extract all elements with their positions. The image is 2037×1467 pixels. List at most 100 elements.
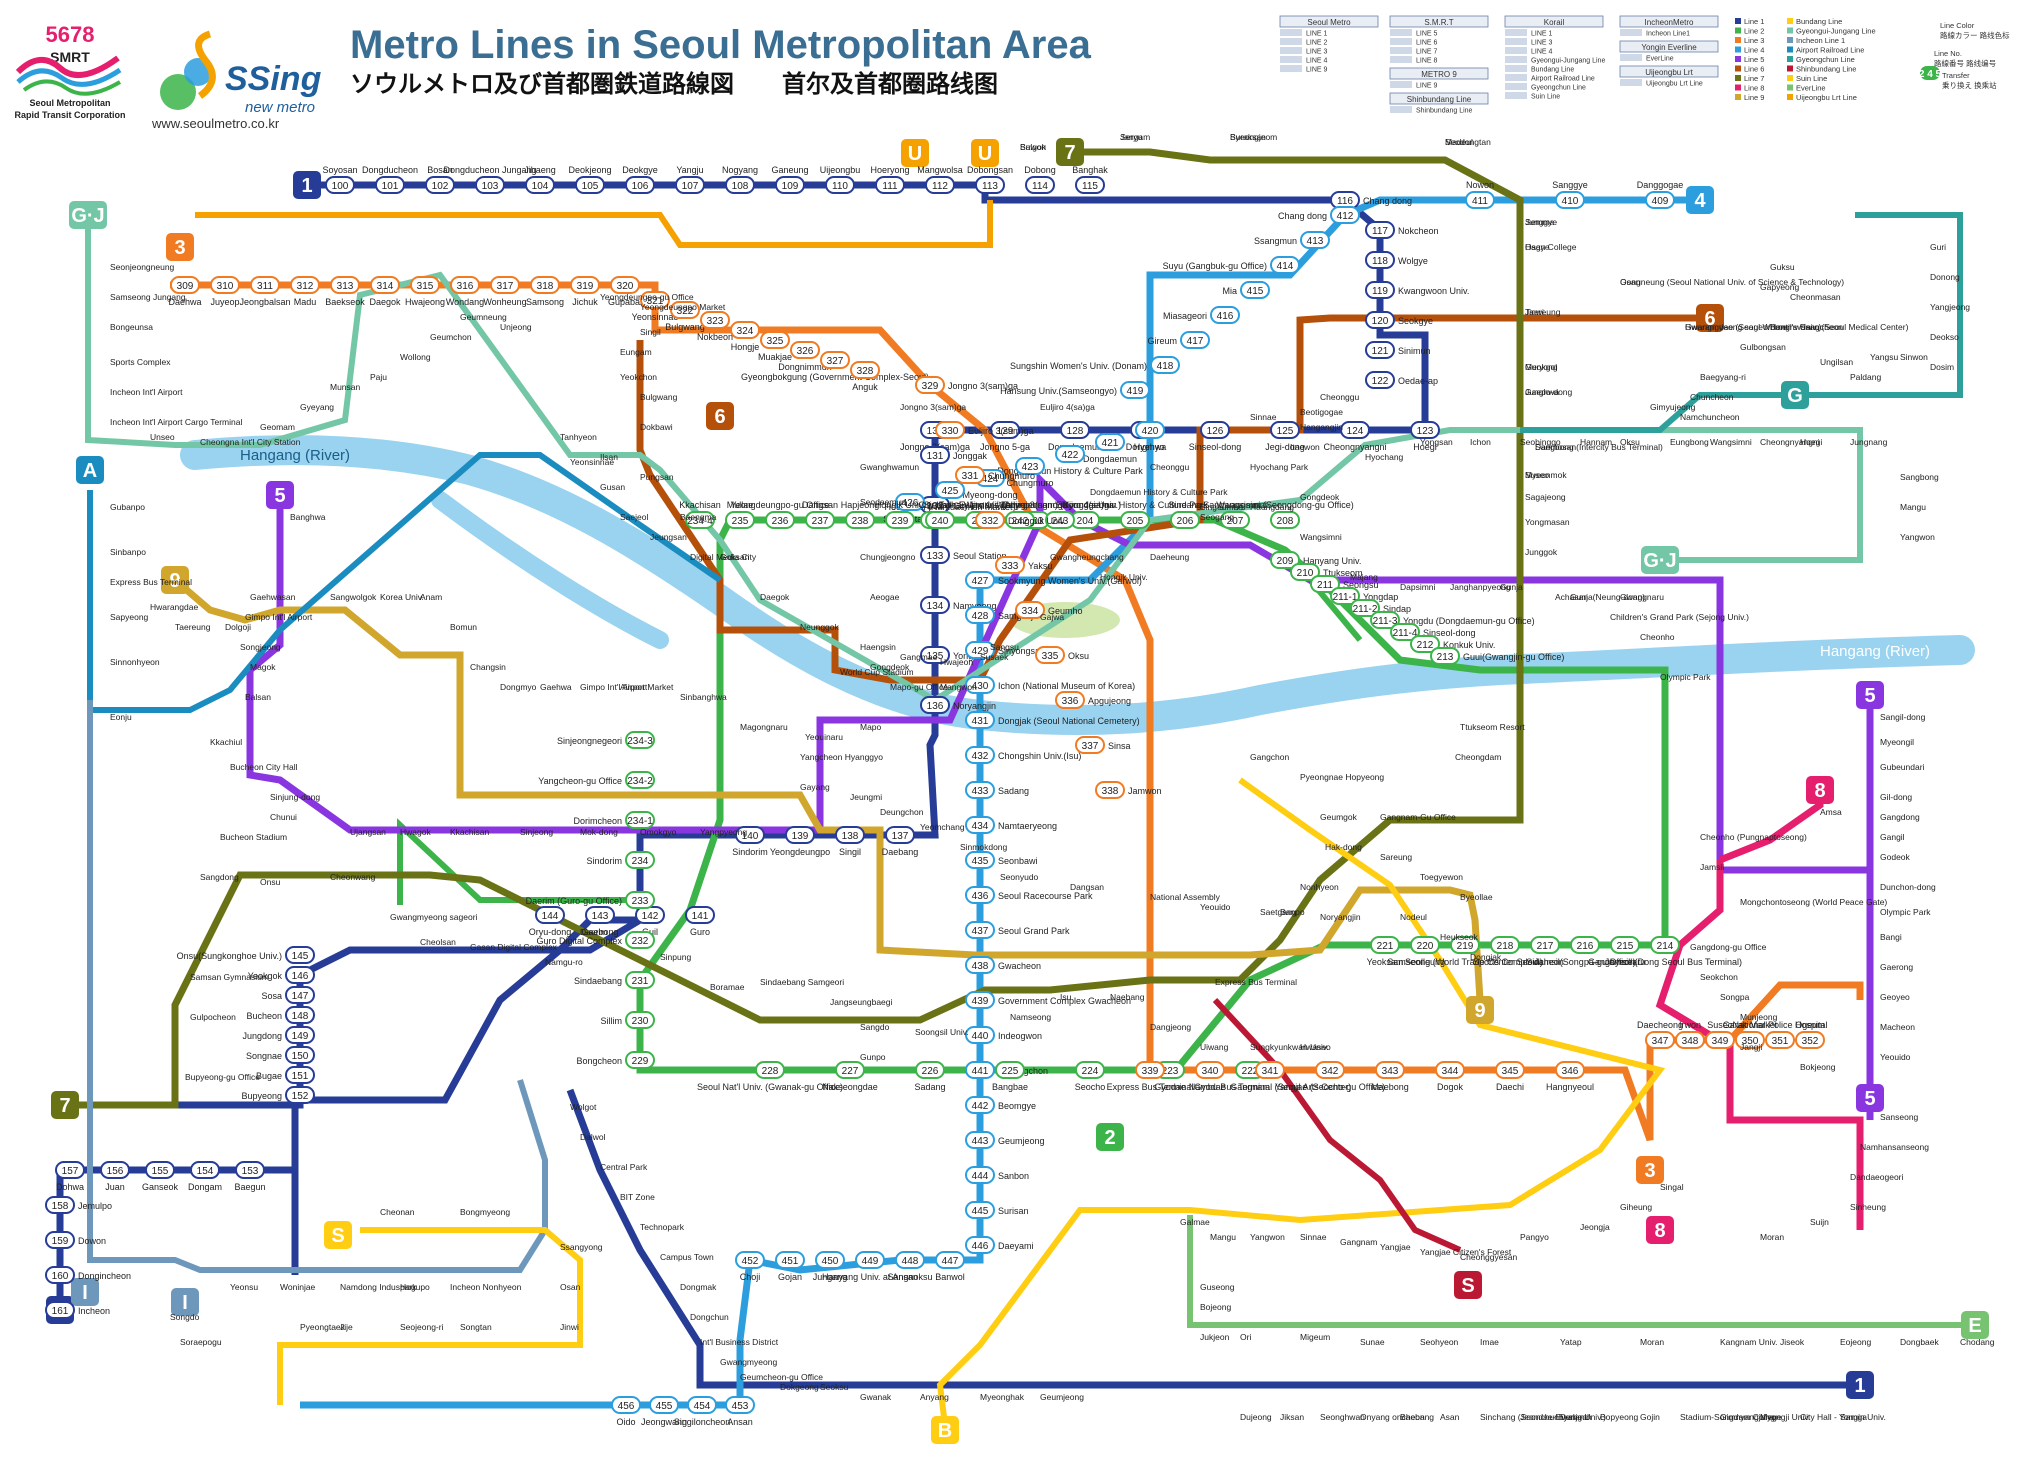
station-marker[interactable] — [625, 891, 655, 909]
station-marker[interactable] — [1180, 331, 1210, 349]
station-marker[interactable] — [965, 1201, 995, 1219]
station-marker[interactable] — [45, 1301, 75, 1319]
station-marker[interactable] — [1055, 445, 1085, 463]
station-marker[interactable] — [325, 176, 355, 194]
station-marker[interactable] — [965, 1166, 995, 1184]
station-marker[interactable] — [765, 511, 795, 529]
line-badge[interactable] — [1961, 1311, 1989, 1339]
station-marker[interactable] — [1240, 281, 1270, 299]
station-marker[interactable] — [1200, 421, 1230, 439]
line-badge[interactable] — [706, 402, 734, 430]
station-marker[interactable] — [1370, 611, 1400, 629]
station-marker[interactable] — [1290, 563, 1320, 581]
station-marker[interactable] — [640, 291, 670, 309]
station-marker[interactable] — [410, 276, 440, 294]
line-badge[interactable] — [69, 201, 107, 229]
station-marker[interactable] — [285, 946, 315, 964]
station-marker[interactable] — [625, 176, 655, 194]
station-marker[interactable] — [490, 276, 520, 294]
station-marker[interactable] — [965, 571, 995, 589]
station-marker[interactable] — [625, 731, 655, 749]
station-marker[interactable] — [235, 1161, 265, 1179]
station-marker[interactable] — [975, 176, 1005, 194]
line-badge[interactable] — [71, 1278, 99, 1306]
station-marker[interactable] — [775, 176, 805, 194]
station-marker[interactable] — [1365, 221, 1395, 239]
station-marker[interactable] — [1300, 231, 1330, 249]
station-marker[interactable] — [925, 511, 955, 529]
line-badge[interactable] — [1686, 186, 1714, 214]
station-marker[interactable] — [895, 493, 925, 511]
line-badge[interactable] — [1454, 1271, 1482, 1299]
station-marker[interactable] — [820, 351, 850, 369]
station-marker[interactable] — [920, 646, 950, 664]
station-marker[interactable] — [1060, 421, 1090, 439]
station-marker[interactable] — [1095, 781, 1125, 799]
station-marker[interactable] — [1025, 176, 1055, 194]
station-marker[interactable] — [1210, 306, 1240, 324]
station-marker[interactable] — [815, 1251, 845, 1269]
station-marker[interactable] — [835, 1061, 865, 1079]
station-marker[interactable] — [1370, 936, 1400, 954]
station-marker[interactable] — [920, 446, 950, 464]
station-marker[interactable] — [1570, 936, 1600, 954]
station-marker[interactable] — [1705, 1031, 1735, 1049]
station-marker[interactable] — [1195, 1061, 1225, 1079]
station-marker[interactable] — [1795, 1031, 1825, 1049]
station-marker[interactable] — [625, 1051, 655, 1069]
station-marker[interactable] — [775, 1251, 805, 1269]
line-badge[interactable] — [901, 139, 929, 167]
line-badge[interactable] — [1466, 996, 1494, 1024]
station-marker[interactable] — [685, 906, 715, 924]
station-marker[interactable] — [1270, 256, 1300, 274]
station-marker[interactable] — [965, 956, 995, 974]
station-marker[interactable] — [1645, 191, 1675, 209]
station-marker[interactable] — [285, 1066, 315, 1084]
station-marker[interactable] — [375, 176, 405, 194]
